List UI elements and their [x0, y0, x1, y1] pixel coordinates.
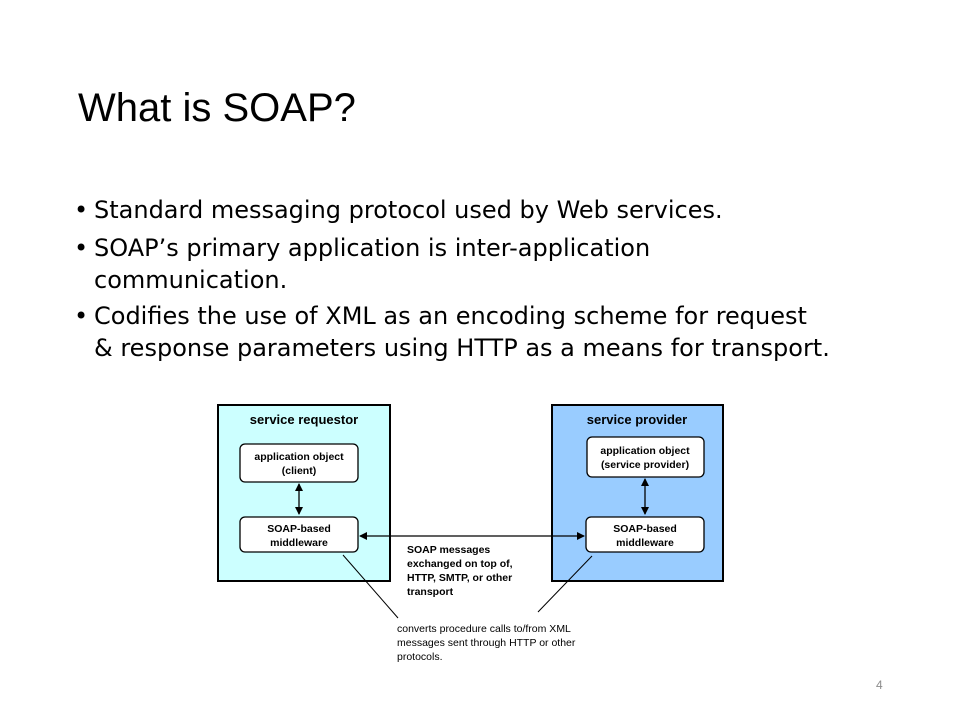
provider-middleware-sublabel: middleware: [616, 537, 674, 549]
converts-label-line: converts procedure calls to/from XML: [397, 623, 571, 635]
provider-app-object-sublabel: (service provider): [601, 459, 689, 471]
messages-label-line: SOAP messages: [407, 544, 490, 556]
provider-middleware-box: [585, 516, 705, 553]
slide-title: What is SOAP?: [78, 86, 356, 130]
messages-label-line: transport: [407, 586, 454, 598]
bullet-text-line: & response parameters using HTTP as a me…: [94, 334, 830, 362]
client-app-object-sublabel: (client): [282, 465, 316, 477]
provider-app-object-box: [586, 436, 705, 478]
requestor-middleware-box: [239, 516, 359, 553]
service-provider-box: [551, 404, 724, 582]
client-app-object-box: [239, 443, 359, 483]
converts-label-line: messages sent through HTTP or other: [397, 637, 576, 649]
requestor-middleware-sublabel: middleware: [270, 537, 328, 549]
provider-app-object-label: application object: [600, 445, 690, 457]
bullet-text-line: communication.: [94, 266, 288, 294]
bullet-item: • SOAP’s primary application is inter-ap…: [74, 232, 894, 296]
bullet-list: • Standard messaging protocol used by We…: [74, 194, 894, 370]
requestor-middleware-label: SOAP-based: [267, 523, 331, 535]
page-number: 4: [876, 678, 883, 692]
service-requestor-title: service requestor: [250, 412, 358, 427]
callout-line-left: [342, 554, 399, 619]
bullet-item: • Codifies the use of XML as an encoding…: [74, 300, 894, 364]
client-app-object-label: application object: [254, 451, 344, 463]
bullet-dot: •: [74, 234, 89, 262]
bullet-text-line: Standard messaging protocol used by Web …: [94, 196, 723, 224]
bullet-item: • Standard messaging protocol used by We…: [74, 194, 894, 226]
messages-label-line: exchanged on top of,: [407, 558, 513, 570]
bullet-dot: •: [74, 302, 89, 330]
service-requestor-box: [217, 404, 391, 582]
messages-label-line: HTTP, SMTP, or other: [407, 572, 512, 584]
callout-line-right: [537, 555, 593, 613]
bullet-text-line: Codifies the use of XML as an encoding s…: [94, 302, 807, 330]
service-provider-title: service provider: [587, 412, 687, 427]
bullet-dot: •: [74, 196, 89, 224]
converts-label-line: protocols.: [397, 651, 443, 663]
provider-middleware-label: SOAP-based: [613, 523, 677, 535]
bullet-text-line: SOAP’s primary application is inter-appl…: [94, 234, 651, 262]
